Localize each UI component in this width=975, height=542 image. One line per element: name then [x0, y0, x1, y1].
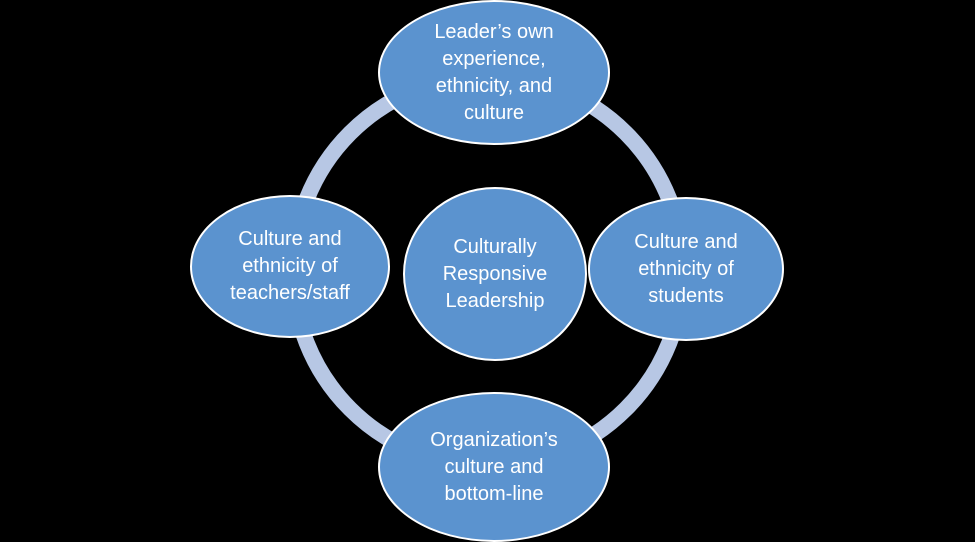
node-leader-experience-label: Leader’s own experience, ethnicity, and … [434, 20, 554, 124]
node-leader-experience: Leader’s own experience, ethnicity, and … [378, 0, 610, 145]
node-students: Culture and ethnicity of students [588, 197, 784, 341]
node-teachers-staff-label: Culture and ethnicity of teachers/staff [230, 228, 350, 304]
node-organization-culture-label: Organization’s culture and bottom-line [430, 428, 558, 505]
node-teachers-staff: Culture and ethnicity of teachers/staff [190, 195, 390, 338]
center-label: Culturally Responsive Leadership [442, 235, 548, 312]
node-organization-culture: Organization’s culture and bottom-line [378, 392, 610, 542]
node-students-label: Culture and ethnicity of students [634, 230, 738, 307]
node-culturally-responsive-leadership: Culturally Responsive Leadership [403, 187, 587, 361]
